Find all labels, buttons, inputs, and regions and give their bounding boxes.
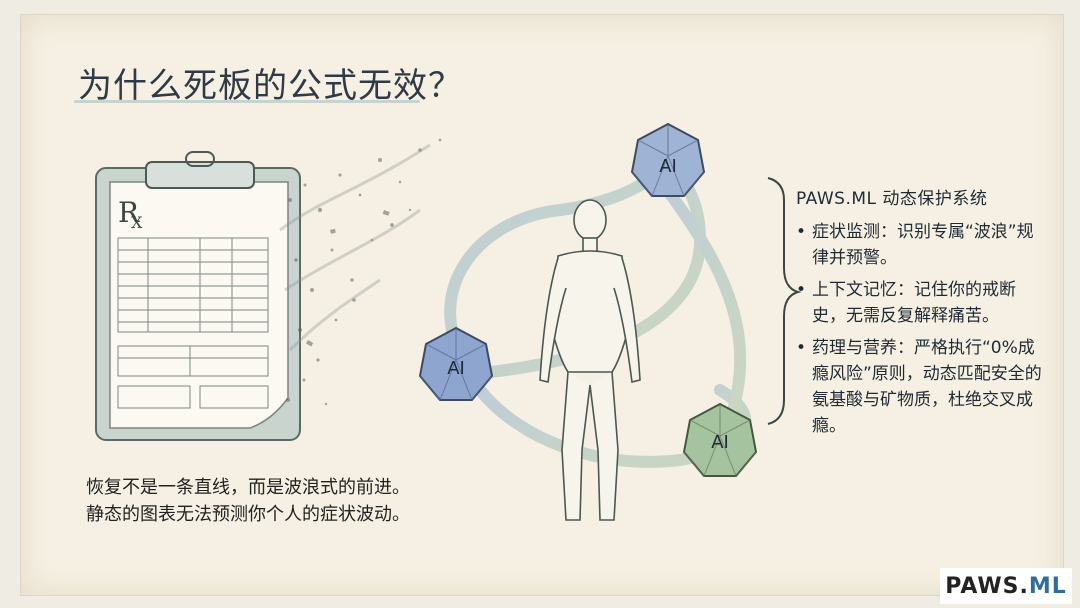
brand-logo: PAWS.ML [940,568,1072,604]
ai-label-top: AI [659,156,677,177]
curly-brace [767,177,802,425]
feature-list: 症状监测：识别专属“波浪”规律并预警。 上下文记忆：记住你的戒断史，无需反复解释… [796,219,1046,439]
brand-text-accent: ML [1028,573,1067,599]
ai-badge-top [630,122,706,197]
human-figure [539,199,641,521]
rx-subscript: X [131,213,143,232]
page-title: 为什么死板的公式无效？ [78,66,463,106]
feature-panel: PAWS.ML 动态保护系统 症状监测：识别专属“波浪”规律并预警。 上下文记忆… [796,184,1046,445]
brand-text-main: PAWS. [945,573,1029,599]
dust-particles [286,138,442,406]
dust-streaks [279,143,431,352]
ai-badge-left [418,326,494,401]
list-item: 症状监测：识别专属“波浪”规律并预警。 [796,219,1046,271]
caption-line: 静态的图表无法预测你个人的症状波动。 [86,504,410,525]
ai-label-right: AI [711,432,729,453]
list-item: 药理与营养：严格执行“0%成瘾风险”原则，动态匹配安全的氨基酸与矿物质，杜绝交叉… [796,335,1046,439]
list-item: 上下文记忆：记住你的戒断史，无需反复解释痛苦。 [796,277,1046,329]
ai-label-left: AI [447,358,465,379]
ai-badge-right [682,402,758,477]
rx-symbol: R [118,196,140,229]
caption: 恢复不是一条直线，而是波浪式的前进。 静态的图表无法预测你个人的症状波动。 [86,474,446,528]
panel-heading: PAWS.ML 动态保护系统 [796,189,988,209]
title-underline [74,100,420,103]
caption-line: 恢复不是一条直线，而是波浪式的前进。 [86,477,410,498]
